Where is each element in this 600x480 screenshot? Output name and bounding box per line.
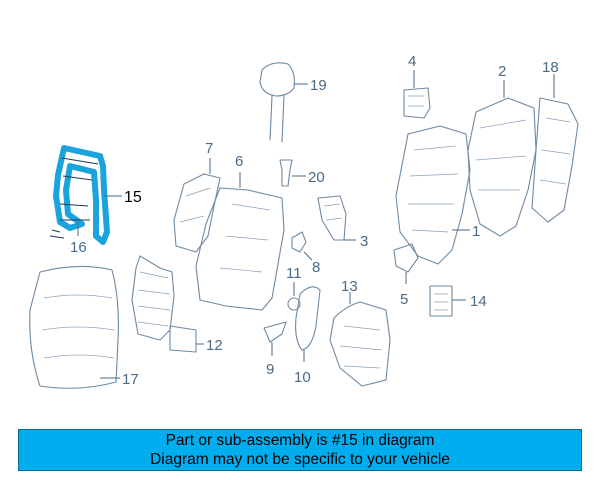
part-19-headrest[interactable] (259, 62, 295, 143)
callout-5: 5 (400, 291, 408, 308)
part-7-side-panel[interactable] (173, 173, 221, 253)
part-20-guide-sleeve[interactable] (279, 159, 293, 187)
callout-4: 4 (408, 53, 416, 70)
banner-line-1: Part or sub-assembly is #15 in diagram (165, 432, 435, 449)
part-9-trim-piece[interactable] (263, 321, 287, 343)
callout-10: 10 (294, 369, 311, 386)
part-4-switch-bracket[interactable] (403, 87, 431, 119)
callout-14: 14 (470, 293, 487, 310)
part-15-backrest-heater[interactable] (49, 145, 110, 245)
part-5-latch[interactable] (393, 243, 419, 273)
callout-8: 8 (312, 259, 320, 276)
part-6-backrest-cover[interactable] (195, 187, 285, 311)
seat-parts-diagram: 15 16 17 12 7 6 19 20 (29, 53, 579, 389)
part-12-lumbar-assembly[interactable] (131, 255, 197, 353)
part-11-knob[interactable] (287, 297, 301, 311)
callout-9: 9 (266, 361, 274, 378)
part-8-clip[interactable] (291, 231, 307, 253)
part-2-backrest-panel[interactable] (467, 97, 537, 237)
callout-12: 12 (206, 337, 223, 354)
callout-18: 18 (542, 59, 559, 76)
callout-7: 7 (205, 140, 213, 157)
callout-20: 20 (308, 169, 325, 186)
callout-16: 16 (70, 239, 87, 256)
callout-11: 11 (286, 265, 302, 282)
callout-3: 3 (360, 233, 368, 250)
part-13-seat-mat[interactable] (329, 301, 391, 387)
callout-2: 2 (498, 63, 506, 80)
callout-19: 19 (310, 77, 327, 94)
part-10-side-bolster[interactable] (295, 286, 321, 351)
leader-8 (303, 251, 313, 261)
callout-1: 1 (472, 223, 480, 240)
callout-13: 13 (341, 278, 358, 295)
part-1-backrest-frame[interactable] (395, 125, 471, 265)
part-14-control-module[interactable] (429, 285, 453, 317)
part-17-backrest-cover[interactable] (29, 265, 119, 389)
callout-6: 6 (235, 153, 243, 170)
part-3-bracket[interactable] (317, 195, 347, 241)
callout-17: 17 (122, 371, 139, 388)
part-18-back-cover[interactable] (531, 97, 579, 223)
info-banner: Part or sub-assembly is #15 in diagram D… (18, 429, 582, 471)
banner-line-2: Diagram may not be specific to your vehi… (150, 451, 450, 468)
callout-15: 15 (124, 189, 142, 206)
